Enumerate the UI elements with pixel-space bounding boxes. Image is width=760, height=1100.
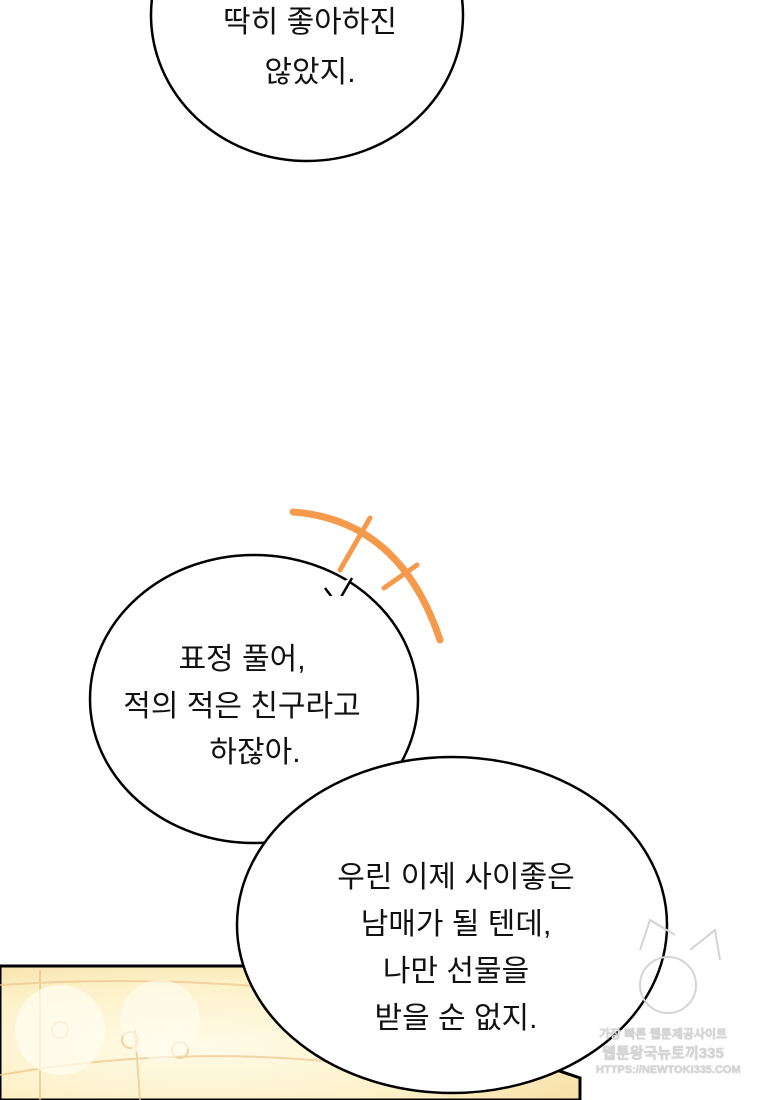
speech-bubble-bottom (235, 755, 669, 1095)
tension-mark-icon (289, 508, 444, 644)
watermark-mascot (639, 918, 721, 1014)
speech-bubble-middle (88, 553, 420, 845)
speech-bubble-top (149, 0, 465, 163)
